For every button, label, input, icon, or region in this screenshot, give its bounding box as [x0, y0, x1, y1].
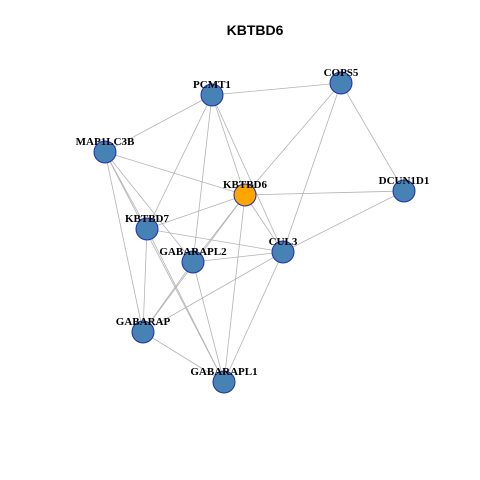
- node-label-cops5: COPS5: [324, 67, 359, 79]
- node-label-gabarap: GABARAP: [116, 316, 171, 328]
- edge-kbtbd7-gabarap: [142, 228, 148, 333]
- node-label-kbtbd6: KBTBD6: [223, 179, 268, 191]
- edge-dcun1d1-cul3: [282, 190, 405, 253]
- node-cops5: [329, 71, 353, 95]
- edge-pcmt1-gabarapl2: [192, 94, 213, 263]
- edge-pcmt1-cops5: [211, 82, 342, 96]
- edge-pcmt1-cul3: [211, 94, 284, 253]
- edge-kbtbd7-cul3: [146, 228, 284, 253]
- node-label-kbtbd7: KBTBD7: [125, 213, 170, 225]
- node-kbtbd7: [135, 217, 159, 241]
- nodes-layer: [93, 71, 416, 394]
- node-gabarapl1: [212, 370, 236, 394]
- node-label-gabarapl1: GABARAPL1: [190, 366, 257, 378]
- edge-cul3-gabarap: [142, 251, 284, 333]
- edge-gabarap-gabarapl1: [142, 331, 225, 383]
- edge-pcmt1-kbtbd7: [146, 94, 213, 230]
- edge-kbtbd7-gabarapl1: [146, 228, 225, 383]
- node-label-cul3: CUL3: [269, 236, 298, 248]
- edge-map1lc3b-gabarapl1: [104, 151, 225, 383]
- node-label-map1lc3b: MAP1LC3B: [76, 136, 135, 148]
- edge-gabarapl2-gabarapl1: [192, 261, 225, 383]
- edge-gabarapl2-cul3: [192, 251, 284, 263]
- edge-kbtbd6-dcun1d1: [244, 190, 405, 196]
- edges-layer: [104, 82, 405, 383]
- node-pcmt1: [200, 83, 224, 107]
- node-label-dcun1d1: DCUN1D1: [379, 175, 430, 187]
- node-label-pcmt1: PCMT1: [193, 79, 231, 91]
- edge-map1lc3b-gabarapl2: [104, 151, 194, 263]
- edge-kbtbd6-kbtbd7: [146, 194, 246, 230]
- edge-kbtbd6-gabarapl1: [223, 194, 246, 383]
- diagram-title: KBTBD6: [227, 22, 284, 38]
- node-dcun1d1: [392, 179, 416, 203]
- edge-cops5-dcun1d1: [340, 82, 405, 192]
- node-gabarap: [131, 320, 155, 344]
- edge-pcmt1-map1lc3b: [104, 94, 213, 153]
- edge-cops5-kbtbd6: [244, 82, 342, 196]
- edge-pcmt1-kbtbd6: [211, 94, 246, 196]
- node-label-gabarapl2: GABARAPL2: [159, 246, 227, 258]
- edge-map1lc3b-kbtbd6: [104, 151, 246, 196]
- node-map1lc3b: [93, 140, 117, 164]
- node-gabarapl2: [181, 250, 205, 274]
- node-kbtbd6: [233, 183, 257, 207]
- node-cul3: [271, 240, 295, 264]
- edge-cul3-gabarapl1: [223, 251, 284, 383]
- edge-map1lc3b-gabarap: [104, 151, 144, 333]
- edge-cops5-cul3: [282, 82, 342, 253]
- edge-gabarapl2-gabarap: [142, 261, 194, 333]
